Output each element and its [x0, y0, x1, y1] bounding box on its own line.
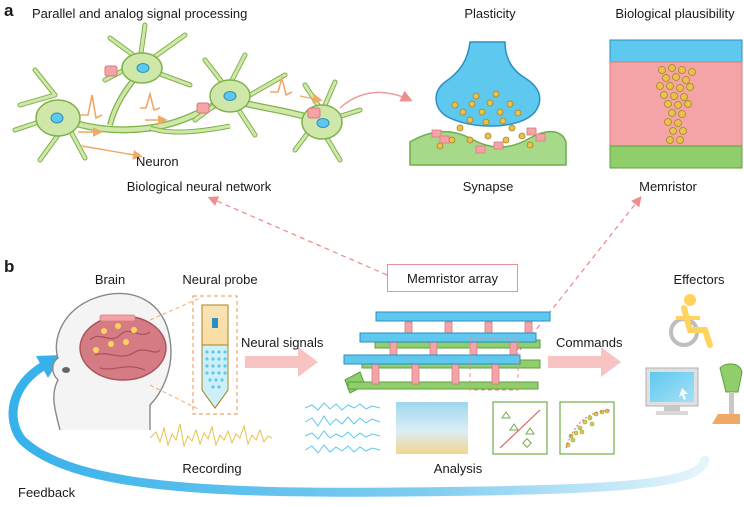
memristor-illustration: [609, 39, 743, 169]
commands-arrow: [548, 347, 621, 377]
neural-network-illustration: [12, 22, 413, 163]
wheelchair-icon: [669, 294, 713, 348]
neuron-cell-2: [102, 22, 193, 88]
signals-arrow: [245, 347, 318, 377]
biological-plausibility-label: Biological plausibility: [615, 6, 735, 21]
panel-label-a: a: [4, 1, 14, 20]
synapse-label: Synapse: [462, 179, 514, 194]
neuron-cell-4: [292, 79, 363, 163]
memristor-label: Memristor: [639, 179, 697, 194]
analysis-scatter: [559, 401, 615, 455]
biological-neural-network-label: Biological neural network: [126, 179, 272, 194]
neural-probe-label: Neural probe: [182, 272, 258, 287]
neuron-label: Neuron: [136, 154, 179, 169]
spike-waveforms: [80, 74, 293, 120]
prosthetic-leg-icon: [712, 363, 743, 424]
recording-waveform: [149, 423, 273, 448]
effectors-label: Effectors: [673, 272, 725, 287]
monitor-icon: [645, 367, 699, 415]
neural-probe: [192, 295, 238, 415]
memristor-crossbar: [343, 311, 551, 394]
parallel-processing-label: Parallel and analog signal processing: [32, 6, 248, 21]
panel-label-b: b: [4, 257, 15, 276]
analysis-spectrogram: [396, 402, 468, 454]
neuron-cell-3: [192, 52, 288, 138]
brain-label: Brain: [94, 272, 126, 287]
brain-illustration: [52, 292, 201, 431]
recording-label: Recording: [182, 461, 242, 476]
neural-signals-label: Neural signals: [241, 335, 324, 350]
analysis-classifier: [492, 401, 548, 455]
to-synapse-arrow: [339, 90, 413, 109]
commands-label: Commands: [556, 335, 623, 350]
signal-flow-arrows: [78, 93, 323, 160]
analysis-waveforms: [304, 402, 381, 454]
synapse-illustration: [409, 41, 567, 166]
memristor-array-label: Memristor array: [387, 264, 518, 292]
feedback-label: Feedback: [18, 485, 76, 500]
plasticity-label: Plasticity: [464, 6, 516, 21]
analysis-label: Analysis: [433, 461, 483, 476]
neuron-cell-1: [12, 67, 88, 163]
feedback-arrow: [8, 360, 710, 497]
